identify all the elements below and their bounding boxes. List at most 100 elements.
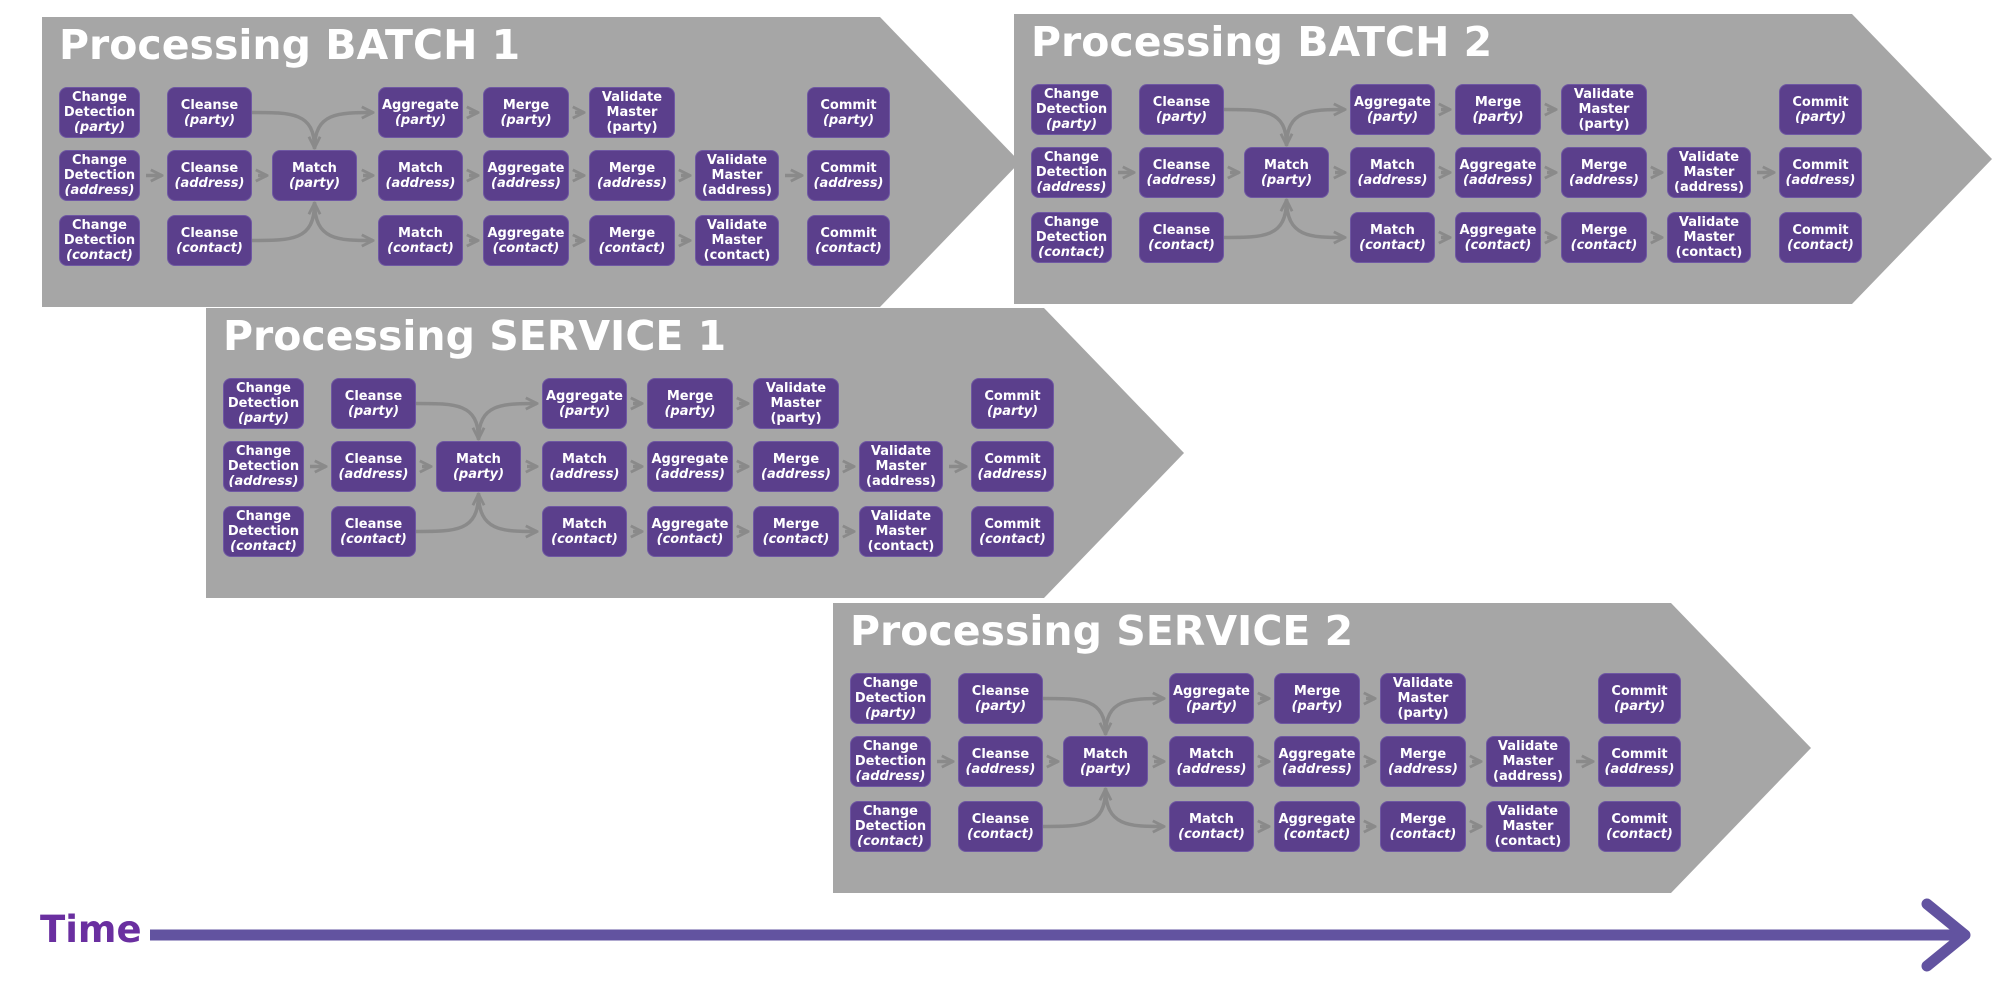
step-match-party[interactable]: Match(party) [436,441,521,492]
step-aggregate-contact[interactable]: Aggregate(contact) [1455,212,1541,263]
step-match-contact[interactable]: Match(contact) [378,215,463,266]
step-label: Master [875,524,927,539]
step-match-address[interactable]: Match(address) [378,150,463,201]
step-label: Detection [227,396,300,411]
step-cleanse-address[interactable]: Cleanse(address) [331,441,416,492]
step-aggregate-party[interactable]: Aggregate(party) [1169,673,1254,724]
step-merge-party[interactable]: Merge(party) [1455,84,1541,135]
step-label: Commit [984,388,1041,404]
step-merge-party[interactable]: Merge(party) [483,87,569,138]
step-merge-address[interactable]: Merge(address) [589,150,675,201]
step-merge-contact[interactable]: Merge(contact) [1380,801,1466,852]
step-merge-party[interactable]: Merge(party) [647,378,733,429]
step-merge-address[interactable]: Merge(address) [753,441,839,492]
step-match-address[interactable]: Match(address) [542,441,627,492]
step-merge-address[interactable]: Merge(address) [1380,736,1466,787]
step-cleanse-address[interactable]: Cleanse(address) [958,736,1043,787]
step-commit-address[interactable]: Commit(address) [807,150,890,201]
step-merge-contact[interactable]: Merge(contact) [589,215,675,266]
time-label: Time [40,908,142,951]
step-cleanse-party[interactable]: Cleanse(party) [331,378,416,429]
step-merge-contact[interactable]: Merge(contact) [1561,212,1647,263]
step-cleanse-party[interactable]: Cleanse(party) [958,673,1043,724]
step-aggregate-address[interactable]: Aggregate(address) [1274,736,1360,787]
step-qualifier: (address) [1176,761,1247,777]
step-qualifier: (address) [338,466,409,482]
step-cleanse-address[interactable]: Cleanse(address) [167,150,252,201]
step-commit-address[interactable]: Commit(address) [971,441,1054,492]
step-qualifier: (address) [761,466,831,482]
step-commit-contact[interactable]: Commit(contact) [1779,212,1862,263]
step-cleanse-address[interactable]: Cleanse(address) [1139,147,1224,198]
step-commit-party[interactable]: Commit(party) [971,378,1054,429]
step-commit-contact[interactable]: Commit(contact) [807,215,890,266]
step-match-contact[interactable]: Match(contact) [1169,801,1254,852]
step-aggregate-party[interactable]: Aggregate(party) [378,87,463,138]
step-aggregate-party[interactable]: Aggregate(party) [542,378,627,429]
step-match-party[interactable]: Match(party) [1244,147,1329,198]
step-match-party[interactable]: Match(party) [1063,736,1148,787]
step-aggregate-contact[interactable]: Aggregate(contact) [483,215,569,266]
step-aggregate-contact[interactable]: Aggregate(contact) [647,506,733,557]
step-qualifier: (party) [1079,761,1132,777]
step-cleanse-contact[interactable]: Cleanse(contact) [331,506,416,557]
step-cleanse-contact[interactable]: Cleanse(contact) [167,215,252,266]
step-commit-contact[interactable]: Commit(contact) [1598,801,1681,852]
step-qualifier: (address) [1463,172,1533,188]
step-label: Cleanse [180,160,239,176]
step-cleanse-party[interactable]: Cleanse(party) [167,87,252,138]
step-commit-address[interactable]: Commit(address) [1598,736,1681,787]
step-qualifier: (party) [1260,172,1313,188]
step-commit-party[interactable]: Commit(party) [807,87,890,138]
step-label: Match [398,160,443,176]
step-commit-contact[interactable]: Commit(contact) [971,506,1054,557]
step-commit-address[interactable]: Commit(address) [1779,147,1862,198]
time-arrow-head [1921,898,1971,972]
step-label: Merge [1399,746,1447,762]
step-aggregate-address[interactable]: Aggregate(address) [1455,147,1541,198]
step-commit-party[interactable]: Commit(party) [1779,84,1862,135]
step-merge-contact[interactable]: Merge(contact) [753,506,839,557]
step-match-address[interactable]: Match(address) [1350,147,1435,198]
step-merge-party[interactable]: Merge(party) [1274,673,1360,724]
step-label: Validate [1497,804,1559,819]
step-match-address[interactable]: Match(address) [1169,736,1254,787]
step-cleanse-party[interactable]: Cleanse(party) [1139,84,1224,135]
step-aggregate-address[interactable]: Aggregate(address) [647,441,733,492]
step-commit-party[interactable]: Commit(party) [1598,673,1681,724]
step-aggregate-party[interactable]: Aggregate(party) [1350,84,1435,135]
step-match-contact[interactable]: Match(contact) [1350,212,1435,263]
step-aggregate-address[interactable]: Aggregate(address) [483,150,569,201]
step-cleanse-contact[interactable]: Cleanse(contact) [1139,212,1224,263]
step-merge-address[interactable]: Merge(address) [1561,147,1647,198]
step-aggregate-contact[interactable]: Aggregate(contact) [1274,801,1360,852]
step-match-party[interactable]: Match(party) [272,150,357,201]
step-cleanse-contact[interactable]: Cleanse(contact) [958,801,1043,852]
step-match-contact[interactable]: Match(contact) [542,506,627,557]
